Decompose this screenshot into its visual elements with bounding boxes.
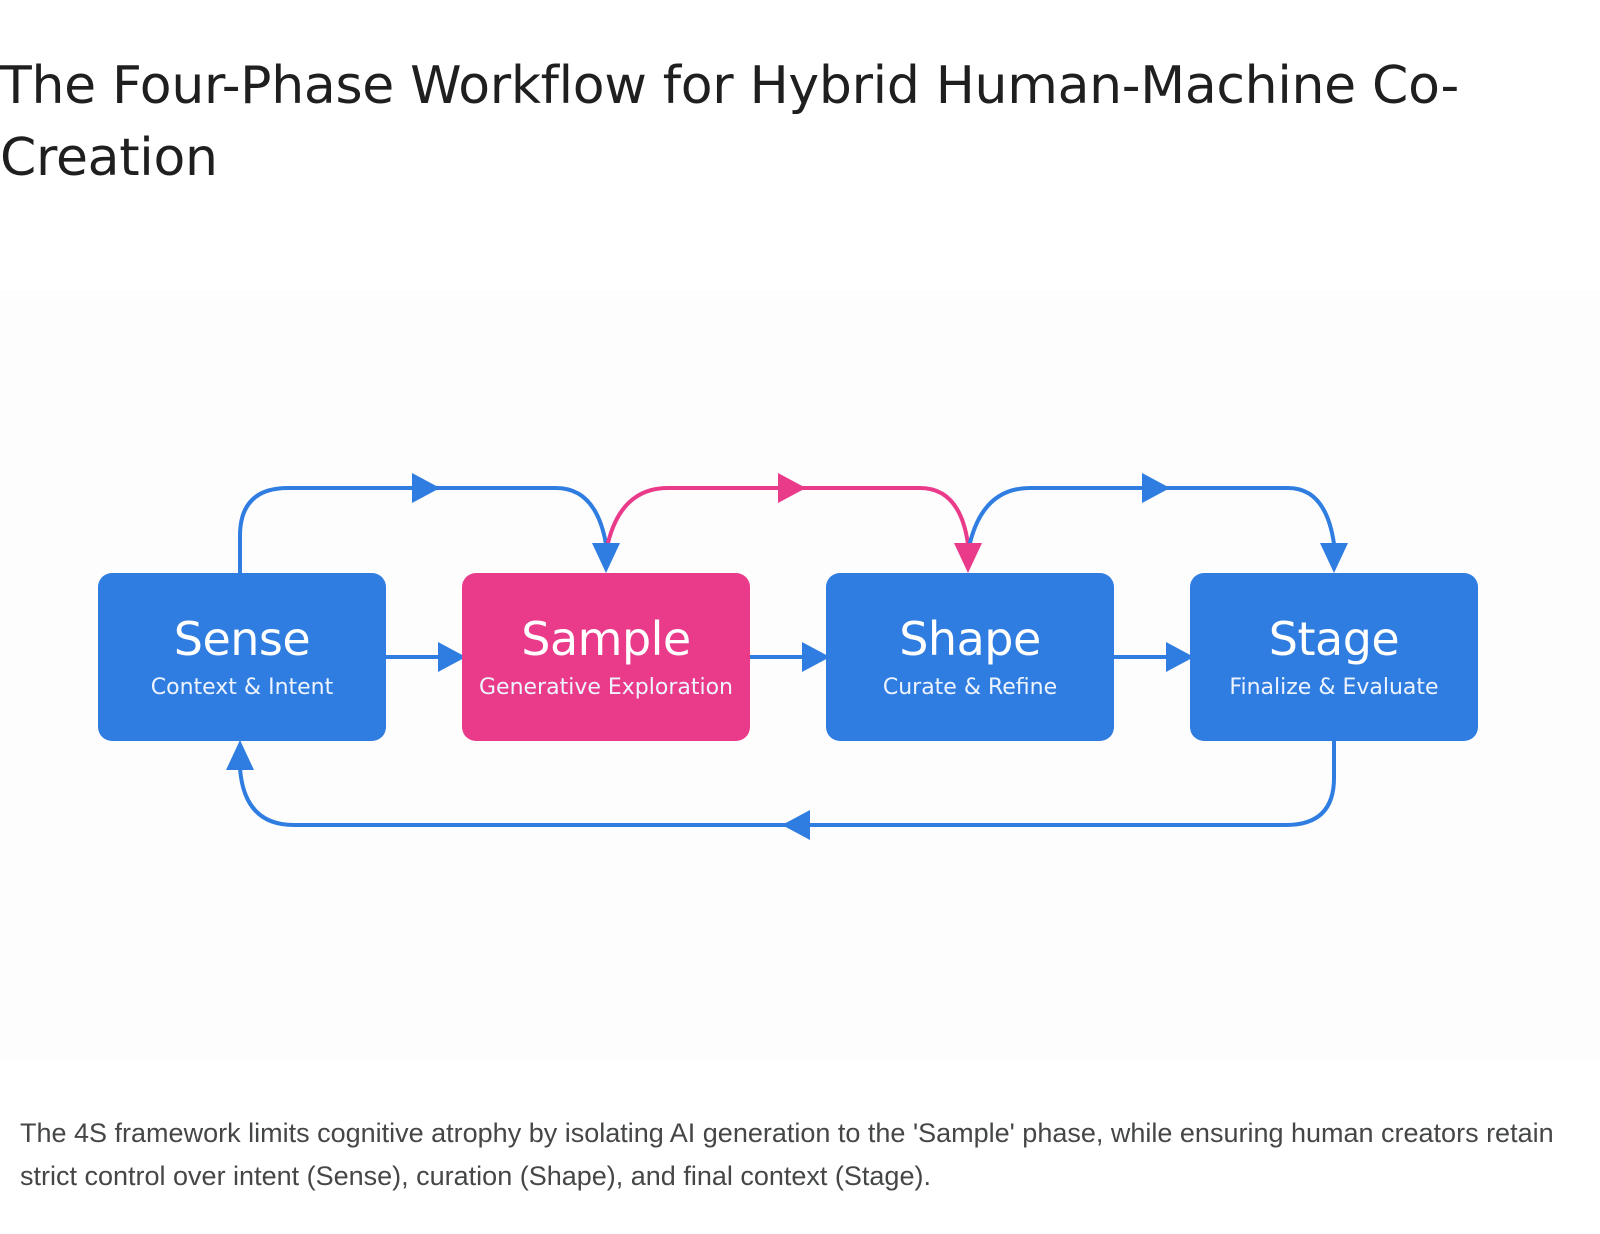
arrowhead-into-stage: [1320, 543, 1348, 573]
phase-box-sample: Sample Generative Exploration: [462, 573, 750, 741]
phase-name: Sample: [521, 612, 691, 666]
arrow-stage-to-sense-return: [238, 738, 1336, 827]
arrowhead-top-3: [1142, 473, 1170, 503]
phase-name: Shape: [899, 612, 1041, 666]
arrow-sample-to-shape-top: [604, 486, 970, 554]
phase-subtitle: Context & Intent: [150, 675, 334, 700]
phase-box-stage: Stage Finalize & Evaluate: [1190, 573, 1478, 741]
phase-box-shape: Shape Curate & Refine: [826, 573, 1114, 741]
arrowhead-sample-shape: [802, 642, 830, 672]
arrow-sense-to-sample-top: [238, 486, 608, 575]
arrowhead-into-sample: [592, 543, 620, 573]
figure-caption: The 4S framework limits cognitive atroph…: [20, 1118, 1554, 1191]
phase-subtitle: Curate & Refine: [882, 675, 1058, 700]
phase-box-sense: Sense Context & Intent: [98, 573, 386, 741]
arrowhead-top-1: [412, 473, 440, 503]
phase-subtitle: Finalize & Evaluate: [1229, 675, 1439, 700]
arrowhead-into-sense: [226, 740, 254, 770]
connector-arrows: [226, 473, 1348, 840]
arrow-shape-to-stage-top: [966, 486, 1336, 554]
page-title: The Four-Phase Workflow for Hybrid Human…: [0, 56, 1460, 188]
workflow-diagram: Sense Context & Intent Sample Generative…: [0, 290, 1600, 1060]
arrowhead-sense-sample: [438, 642, 466, 672]
phase-name: Sense: [173, 612, 311, 666]
arrowhead-top-2: [778, 473, 806, 503]
arrowhead-return-mid: [782, 810, 810, 840]
phase-subtitle: Generative Exploration: [479, 675, 733, 700]
phase-name: Stage: [1268, 612, 1400, 666]
arrowhead-shape-stage: [1166, 642, 1194, 672]
arrowhead-into-shape: [954, 543, 982, 573]
